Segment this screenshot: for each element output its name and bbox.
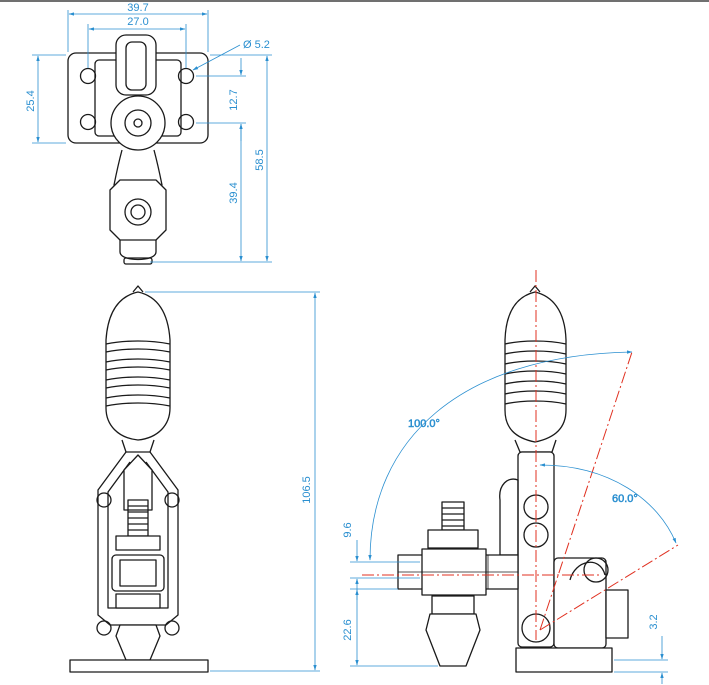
dim-base-height: 25.4 [25, 90, 37, 111]
front-roller-r2 [164, 620, 180, 636]
front-base [69, 659, 209, 673]
mounting-hole-bl [79, 113, 97, 131]
dim-total-height: 106.5 [301, 476, 313, 504]
dim-spindle-height: 22.6 [342, 619, 354, 640]
front-view-dimensions: 106.5 [145, 291, 320, 672]
front-handle-neck [121, 439, 155, 453]
front-roller-r1 [164, 492, 180, 508]
front-link-top [123, 454, 153, 511]
top-spindle-ring [124, 198, 152, 226]
dim-arc-hold-angle [539, 463, 677, 544]
front-nut-lower [115, 593, 161, 609]
front-view [69, 285, 209, 673]
side-body-tab [605, 589, 629, 639]
side-spindle-threads [441, 501, 465, 531]
front-clamp-body [111, 554, 165, 592]
top-spindle-tip [119, 240, 157, 261]
top-view-dimensions: 39.7 27.0 Ø 5.2 25.4 12.7 58.5 39.4 [25, 2, 272, 263]
dim-open-angle: 100.0° [408, 418, 440, 430]
front-handle-grip [105, 291, 171, 441]
front-spindle-threads [127, 499, 149, 537]
front-handle-cap [132, 285, 144, 293]
mounting-hole-tr [177, 67, 195, 85]
dim-base-thickness: 3.2 [648, 614, 660, 629]
dim-width-inner: 27.0 [127, 16, 148, 28]
front-nut-upper [115, 535, 161, 551]
front-spindle-tip [115, 624, 161, 661]
side-spindle-tip [425, 613, 481, 667]
dim-arc-open-angle [368, 350, 633, 561]
side-nut-upper [427, 529, 479, 549]
side-view [397, 285, 629, 673]
side-view-dimensions: 100.0° 60.0° 9.6 22.6 3.2 [342, 350, 677, 684]
dim-hold-angle: 60.0° [612, 493, 638, 505]
centerline-hold-position [539, 544, 679, 631]
top-handle-link [115, 34, 157, 96]
side-nut-lower [431, 595, 475, 615]
top-spindle-bore [130, 204, 146, 220]
top-tip-pad [123, 257, 153, 265]
side-link [499, 478, 519, 556]
top-pivot-center [133, 118, 143, 128]
side-handle-cap [529, 285, 541, 293]
mounting-hole-br [177, 113, 195, 131]
dim-spindle-length: 39.4 [228, 182, 240, 203]
top-pivot-pin [124, 109, 152, 137]
front-roller-l1 [96, 492, 112, 508]
dim-total-length: 58.5 [254, 149, 266, 170]
top-spindle-hex [109, 179, 167, 241]
top-handle-slot [125, 41, 147, 91]
side-base [515, 647, 613, 673]
dim-arm-height: 9.6 [342, 522, 354, 537]
mounting-hole-tl [79, 67, 97, 85]
dim-width-outer: 39.7 [127, 2, 148, 14]
top-pivot-boss [110, 95, 166, 151]
top-view [67, 34, 209, 265]
front-roller-l2 [96, 620, 112, 636]
dim-hole-diameter: Ø 5.2 [243, 39, 270, 51]
front-clamp-inner [119, 559, 157, 587]
front-grip-ribs [105, 340, 171, 407]
side-body [553, 557, 607, 649]
dim-leader-hole [192, 44, 241, 71]
dim-half-height: 12.7 [228, 89, 240, 110]
